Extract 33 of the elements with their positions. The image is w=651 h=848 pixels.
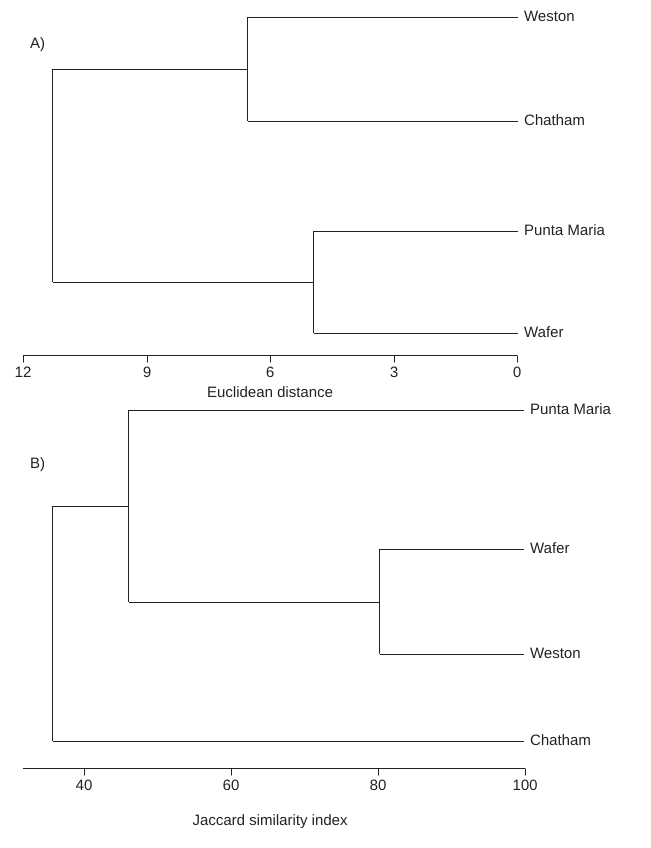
leaf-label: Wafer <box>530 540 570 558</box>
dendrogram-link <box>380 549 524 550</box>
panel-label: B) <box>30 455 45 473</box>
tick-label: 3 <box>390 364 398 382</box>
dendrogram-link <box>314 333 518 334</box>
axis-title: Euclidean distance <box>207 384 333 402</box>
tick-label: 6 <box>266 364 274 382</box>
axis-title: Jaccard similarity index <box>192 812 348 830</box>
leaf-label: Weston <box>530 645 581 663</box>
tick-label: 12 <box>14 364 32 382</box>
dendrogram-link <box>52 69 248 70</box>
tick-label: 0 <box>512 364 522 382</box>
tick-label: 80 <box>370 776 386 794</box>
leaf-label: Punta Maria <box>530 401 611 419</box>
dendrogram-link <box>52 506 128 507</box>
leaf-label: Chatham <box>524 112 585 130</box>
dendrogram-link <box>128 410 524 411</box>
tick-label: 40 <box>76 776 92 794</box>
leaf-label: Punta Maria <box>524 222 605 240</box>
dendrogram-link <box>248 17 518 18</box>
dendrogram-link <box>248 121 518 122</box>
tick-label: 100 <box>512 776 538 794</box>
leaf-label: Chatham <box>530 732 591 750</box>
leaf-label: Wafer <box>524 324 564 342</box>
dendrogram-link <box>128 602 380 603</box>
dendrogram-link <box>380 654 524 655</box>
leaf-label: Weston <box>524 8 575 26</box>
tick-label: 9 <box>142 364 152 382</box>
panel-label: A) <box>30 35 45 53</box>
dendrogram-link <box>52 282 314 283</box>
dendrogram-link <box>314 231 518 232</box>
tick-label: 60 <box>222 776 240 794</box>
dendrogram-link <box>52 741 524 742</box>
